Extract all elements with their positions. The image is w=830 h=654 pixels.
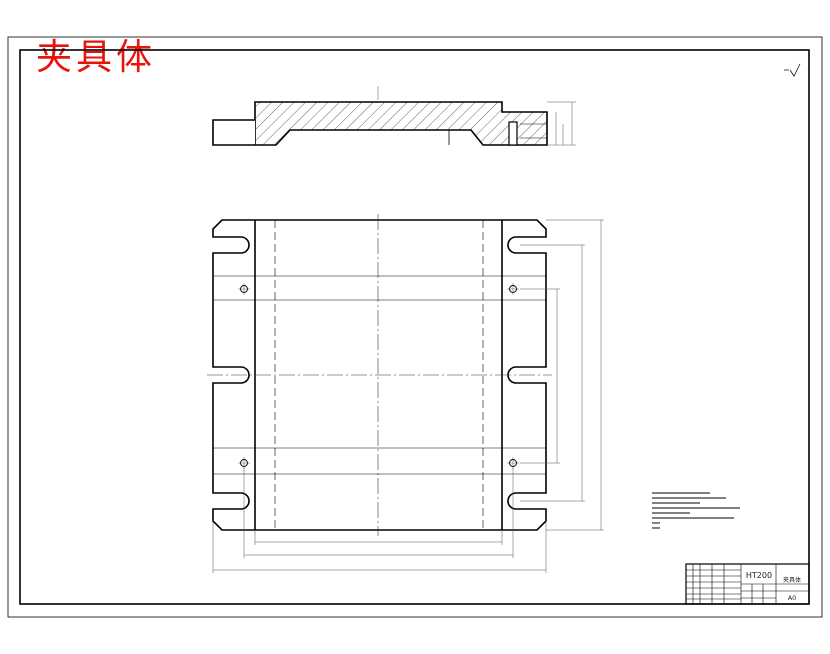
plate-outline [212,219,547,531]
section-body [254,101,548,146]
drawing-title: 夹具体 [36,37,157,78]
surface-finish-symbol [784,63,801,77]
material-label: HT200 [746,571,772,580]
section-left-lug [212,119,255,146]
dimension-lines-bottom [212,466,547,573]
sheet-size-label: A0 [788,594,797,602]
dimension-lines-right [520,219,604,531]
title-block: HT200 夹具体 A0 [685,563,810,605]
part-name-label: 夹具体 [783,576,801,584]
plan-view [207,214,604,573]
technical-notes [652,492,740,529]
section-view [212,86,576,146]
mounting-holes [240,285,517,467]
sheet-border-outer [7,36,823,618]
sheet-border-inner [19,49,810,605]
